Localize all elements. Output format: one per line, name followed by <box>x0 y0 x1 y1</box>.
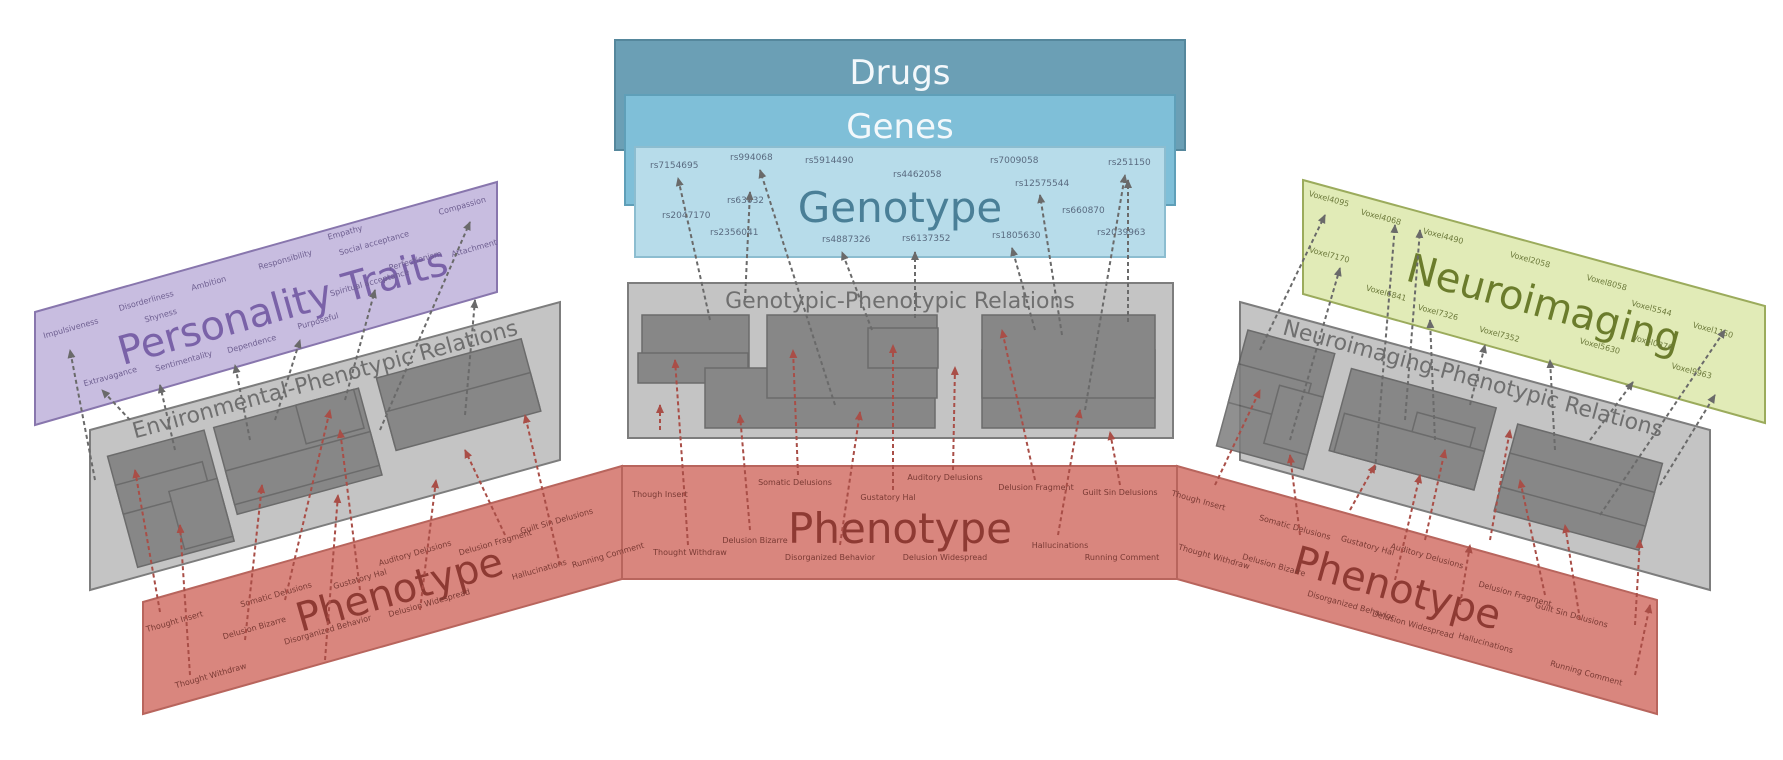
arrow <box>419 479 439 611</box>
snp-label: rs4462058 <box>893 170 942 180</box>
arrow <box>736 414 751 531</box>
snp-label: rs6137352 <box>902 234 950 244</box>
arrow <box>1546 359 1556 451</box>
arrow <box>464 449 506 536</box>
arrow <box>758 169 836 406</box>
arrow <box>1037 194 1063 336</box>
arrow <box>337 429 361 591</box>
right-arrows <box>1214 214 1726 676</box>
phenotype-item: Thought Withdraw <box>652 548 727 557</box>
drugs-title: Drugs <box>849 53 950 93</box>
phenotype-item: Hallucinations <box>1032 541 1089 550</box>
arrow <box>950 366 959 471</box>
arrow <box>244 484 266 641</box>
phenotype-item: Delusion Widespread <box>903 553 988 562</box>
arrow <box>464 299 479 416</box>
arrow <box>1426 319 1436 441</box>
relation-box <box>384 371 542 452</box>
snp-label: rs660870 <box>1062 206 1105 216</box>
arrow <box>1562 524 1581 621</box>
arrow <box>1259 214 1326 351</box>
arrow <box>132 469 161 613</box>
snp-label: rs2356041 <box>710 228 758 238</box>
arrow <box>1634 539 1644 626</box>
arrow <box>675 177 711 321</box>
relation-box <box>867 327 939 369</box>
snp-label: rs1805630 <box>992 231 1041 241</box>
genotype-title: Genotype <box>798 183 1003 232</box>
genotype-layer: Genotype rs7154695 rs994068 rs5914490 rs… <box>634 146 1166 258</box>
arrow <box>344 289 377 401</box>
phenotype-item: Though Insert <box>631 490 688 499</box>
phenotype-item: Auditory Delusions <box>907 473 982 482</box>
relation-box <box>1499 452 1656 528</box>
arrow <box>379 221 471 431</box>
left-stack: Personality Traits Impulsiveness Disorde… <box>34 180 645 716</box>
arrow <box>839 411 863 546</box>
snp-label: rs7154695 <box>650 161 698 171</box>
arrow <box>1517 479 1546 596</box>
genotypic-phenotypic-relations-panel: Genotypic-Phenotypic Relations <box>627 282 1174 439</box>
arrow <box>1404 229 1424 421</box>
arrow <box>1634 604 1653 676</box>
arrow <box>1469 344 1487 406</box>
arrow <box>1289 267 1342 441</box>
center-arrows <box>656 169 1132 546</box>
snp-label: rs12575544 <box>1015 179 1069 189</box>
arrow <box>671 359 689 546</box>
snp-label: rs994068 <box>730 153 773 163</box>
phenotype-item: Disorganized Behavior <box>785 553 876 562</box>
phenotype-item: Gustatory Hal <box>860 493 915 502</box>
relation-boxes <box>637 314 1156 429</box>
arrow <box>1057 409 1083 536</box>
phenotype-item: Somatic Delusions <box>758 478 832 487</box>
snp-label: rs5914490 <box>805 156 854 166</box>
right-stack: Neuroimaging Voxel4095 Voxel4068 Voxel44… <box>1170 178 1766 716</box>
center-phenotype-title: Phenotype <box>788 504 1012 553</box>
arrow <box>999 329 1036 481</box>
snp-label: rs4887326 <box>822 235 871 245</box>
genotypic-phenotypic-relations-title: Genotypic-Phenotypic Relations <box>725 289 1075 314</box>
relation-box <box>981 314 1156 399</box>
phenotype-item: Guilt Sin Delusions <box>1082 488 1157 497</box>
snp-label: rs2039963 <box>1097 228 1145 238</box>
arrow <box>1349 464 1376 511</box>
left-arrows <box>67 221 561 676</box>
genes-title: Genes <box>846 107 953 147</box>
arrow <box>1489 429 1513 541</box>
arrow <box>67 349 96 481</box>
arrow <box>522 414 561 566</box>
arrow <box>1394 474 1423 581</box>
relation-box <box>1262 384 1324 456</box>
arrow <box>232 364 251 441</box>
snp-label: rs63032 <box>727 196 764 206</box>
center-stack: Drugs Genes Genotype rs7154695 rs994068 … <box>614 39 1186 580</box>
arrow <box>284 409 333 601</box>
arrow <box>1084 174 1128 411</box>
arrow <box>1424 449 1448 541</box>
relation-box <box>114 460 212 516</box>
arrow <box>1374 224 1399 471</box>
arrow <box>1107 431 1121 486</box>
arrow <box>1589 381 1634 441</box>
arrow <box>1599 329 1726 516</box>
relation-box <box>1333 412 1486 491</box>
phenotype-item: Running Comment <box>1085 553 1160 562</box>
phenotype-item: Delusion Fragment <box>998 483 1073 492</box>
relation-box <box>167 477 234 551</box>
arrow <box>1659 394 1716 486</box>
arrow <box>1214 389 1261 486</box>
phenotype-item: Delusion Bizarre <box>722 536 787 545</box>
snp-label: rs7009058 <box>990 156 1039 166</box>
arrow <box>1010 247 1036 331</box>
arrow <box>1459 544 1473 606</box>
snp-label: rs251150 <box>1108 158 1151 168</box>
center-phenotype-layer: Phenotype Though Insert Somatic Delusion… <box>621 465 1178 580</box>
center-phenotype-items: Though Insert Somatic Delusions Auditory… <box>631 473 1159 562</box>
